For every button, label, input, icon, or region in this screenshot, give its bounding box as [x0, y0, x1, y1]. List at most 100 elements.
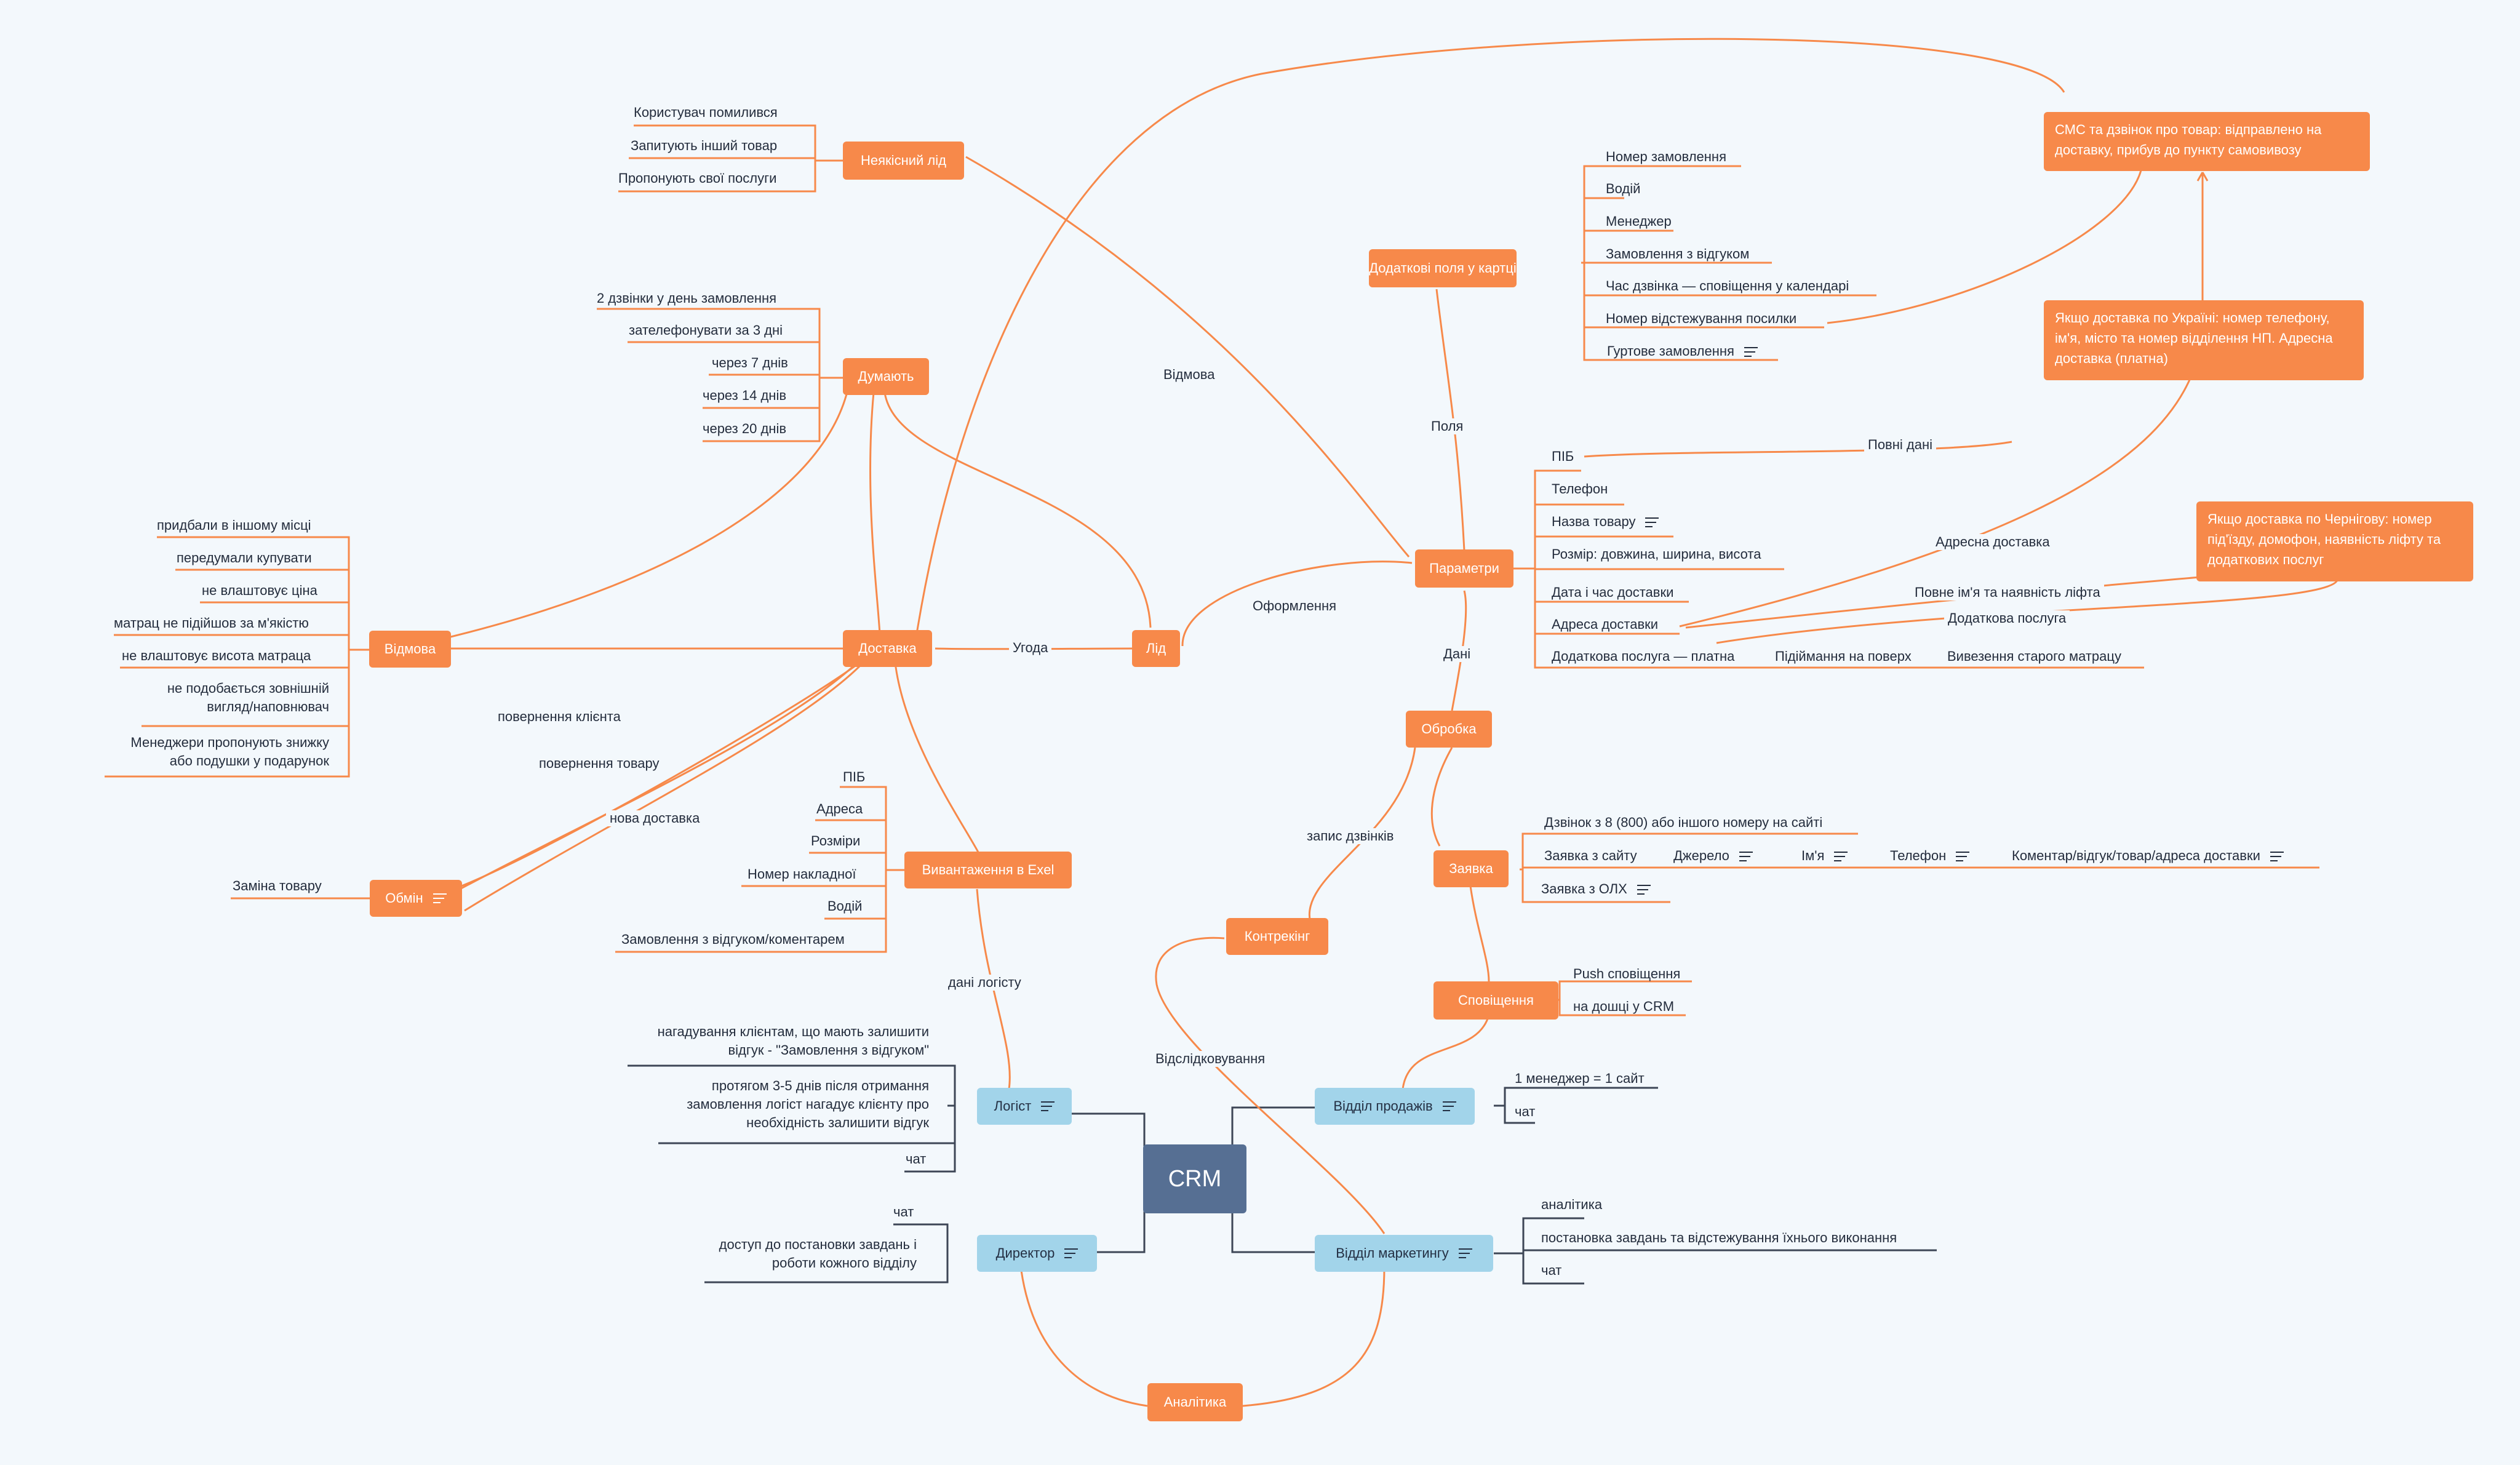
edge-label-fields: Поля: [1427, 418, 1467, 434]
excel-item: Водій: [827, 898, 863, 914]
excel-item: Номер накладної: [748, 866, 856, 882]
analytics-node[interactable]: Аналітика: [1147, 1383, 1243, 1421]
refusal-item: матрац не підійшов за м'якістю: [114, 615, 309, 631]
director-node[interactable]: Директор: [977, 1235, 1097, 1272]
extra-field-item: Номер замовлення: [1606, 149, 1726, 164]
edge-label-logistics-data: дані логісту: [944, 975, 1025, 991]
thinking-item: 2 дзвінки у день замовлення: [597, 290, 777, 306]
chernihiv-delivery-note[interactable]: Якщо доставка по Чернігову: номер під'їз…: [2196, 501, 2473, 581]
notes-icon: [1637, 885, 1651, 895]
notes-icon: [1458, 1248, 1472, 1258]
sms-note[interactable]: СМС та дзвінок про товар: відправлено на…: [2044, 112, 2370, 171]
notes-icon: [1744, 347, 1758, 357]
param-sub-item: Вивезення старого матрацу: [1947, 649, 2122, 664]
refusal-node[interactable]: Відмова: [369, 631, 451, 668]
extra-field-item-wholesale: Гуртове замовлення: [1607, 342, 1758, 361]
request-sub-label: Телефон: [1890, 848, 1947, 863]
edge-label-name-lift: Повне ім'я та наявність ліфта: [1911, 585, 2104, 601]
bad-lead-item: Запитують інший товар: [631, 138, 778, 153]
delivery-node[interactable]: Доставка: [843, 630, 932, 667]
excel-item: ПІБ: [843, 769, 866, 784]
bad-lead-item: Користувач помилився: [634, 105, 778, 120]
extra-fields-node[interactable]: Додаткові поля у картці: [1369, 249, 1517, 287]
ukraine-delivery-note[interactable]: Якщо доставка по Україні: номер телефону…: [2044, 300, 2364, 380]
director-label: Директор: [995, 1245, 1055, 1261]
marketing-item: постановка завдань та відстежування їхнь…: [1541, 1230, 1897, 1245]
param-item-product: Назва товару: [1552, 513, 1659, 531]
notification-item: на дошці у CRM: [1573, 999, 1675, 1014]
notes-icon: [1739, 852, 1753, 862]
edge-label-goods-return: повернення товару: [535, 756, 663, 772]
exchange-label: Обмін: [385, 890, 423, 906]
param-sub-item: Підіймання на поверх: [1775, 649, 1912, 664]
request-olx-item: Заявка з ОЛХ: [1541, 880, 1651, 898]
refusal-item: не подобається зовнішній вигляд/наповнюв…: [167, 681, 329, 714]
dark-connectors: [628, 1064, 1937, 1285]
contracking-node[interactable]: Контрекінг: [1226, 918, 1328, 955]
request-site-sub: Ім'я: [1801, 847, 1848, 865]
notes-icon: [2270, 852, 2284, 862]
param-item: ПІБ: [1552, 449, 1574, 464]
logist-item: чат: [906, 1151, 927, 1167]
param-item: Додаткова послуга — платна: [1552, 649, 1735, 664]
request-site-sub: Телефон: [1890, 847, 1970, 865]
sales-item: чат: [1515, 1104, 1536, 1119]
request-site-sub: Коментар/відгук/товар/адреса доставки: [2012, 847, 2284, 865]
processing-node[interactable]: Обробка: [1406, 711, 1492, 748]
extra-field-label: Гуртове замовлення: [1607, 343, 1734, 359]
refusal-item: Менеджери пропонують знижку або подушки …: [130, 735, 329, 768]
parameters-node[interactable]: Параметри: [1415, 549, 1513, 588]
edge-label-address-delivery: Адресна доставка: [1932, 534, 2054, 550]
extra-field-item: Менеджер: [1606, 214, 1672, 229]
extra-field-item: Замовлення з відгуком: [1606, 246, 1750, 261]
edge-label-checkout: Оформлення: [1249, 598, 1341, 614]
exchange-node[interactable]: Обмін: [370, 880, 462, 917]
extra-field-item: Час дзвінка — сповіщення у календарі: [1606, 278, 1849, 293]
logist-node[interactable]: Логіст: [977, 1088, 1072, 1125]
marketing-item: чат: [1541, 1263, 1562, 1278]
refusal-item: не влаштовує ціна: [202, 583, 317, 598]
excel-item: Адреса: [816, 801, 863, 816]
excel-item: Розміри: [811, 833, 861, 848]
sales-item: 1 менеджер = 1 сайт: [1515, 1071, 1645, 1086]
director-item: доступ до постановки завдань і роботи ко…: [719, 1237, 917, 1271]
request-call-item: Дзвінок з 8 (800) або іншого номеру на с…: [1544, 815, 1823, 830]
lead-node[interactable]: Лід: [1132, 630, 1180, 667]
notification-item: Push сповіщення: [1573, 966, 1681, 981]
marketing-department-node[interactable]: Відділ маркетингу: [1315, 1235, 1493, 1272]
bad-lead-node[interactable]: Неякісний лід: [843, 142, 964, 180]
edge-label-deal: Угода: [1009, 640, 1052, 656]
bad-lead-item: Пропонують свої послуги: [618, 170, 777, 186]
edge-label-full-data: Повні дані: [1864, 437, 1936, 453]
request-olx-label: Заявка з ОЛХ: [1541, 881, 1627, 896]
edge-label-tracking: Відслідковування: [1152, 1051, 1269, 1067]
notes-icon: [1834, 852, 1848, 862]
logist-label: Логіст: [994, 1098, 1032, 1114]
excel-export-node[interactable]: Вивантаження в Exel: [904, 852, 1072, 888]
director-item: чат: [893, 1204, 914, 1220]
crm-root-node[interactable]: CRM: [1143, 1144, 1246, 1213]
marketing-label: Відділ маркетингу: [1336, 1245, 1449, 1261]
notes-icon: [1041, 1101, 1055, 1111]
thinking-item: через 14 днів: [703, 388, 787, 403]
notifications-node[interactable]: Сповіщення: [1433, 981, 1558, 1020]
request-site-sub: Джерело: [1673, 847, 1753, 865]
notes-icon: [433, 893, 447, 903]
refusal-item: передумали купувати: [177, 550, 312, 565]
refusal-item: не влаштовує висота матраца: [122, 648, 311, 663]
excel-item: Замовлення з відгуком/коментарем: [621, 932, 845, 947]
thinking-node[interactable]: Думають: [843, 358, 929, 395]
sales-department-node[interactable]: Відділ продажів: [1315, 1088, 1475, 1125]
request-sub-label: Джерело: [1673, 848, 1729, 863]
refusal-item: придбали в іншому місці: [157, 517, 311, 533]
notes-icon: [1645, 517, 1659, 528]
extra-field-item: Водій: [1606, 181, 1641, 196]
edge-label-refusal: Відмова: [1160, 367, 1219, 383]
orange-connectors: [105, 38, 2339, 1407]
request-node[interactable]: Заявка: [1433, 850, 1509, 887]
request-site-item: Заявка з сайту: [1544, 848, 1637, 863]
request-sub-label: Ім'я: [1801, 848, 1825, 863]
param-item: Телефон: [1552, 481, 1608, 497]
notes-icon: [1442, 1101, 1456, 1111]
